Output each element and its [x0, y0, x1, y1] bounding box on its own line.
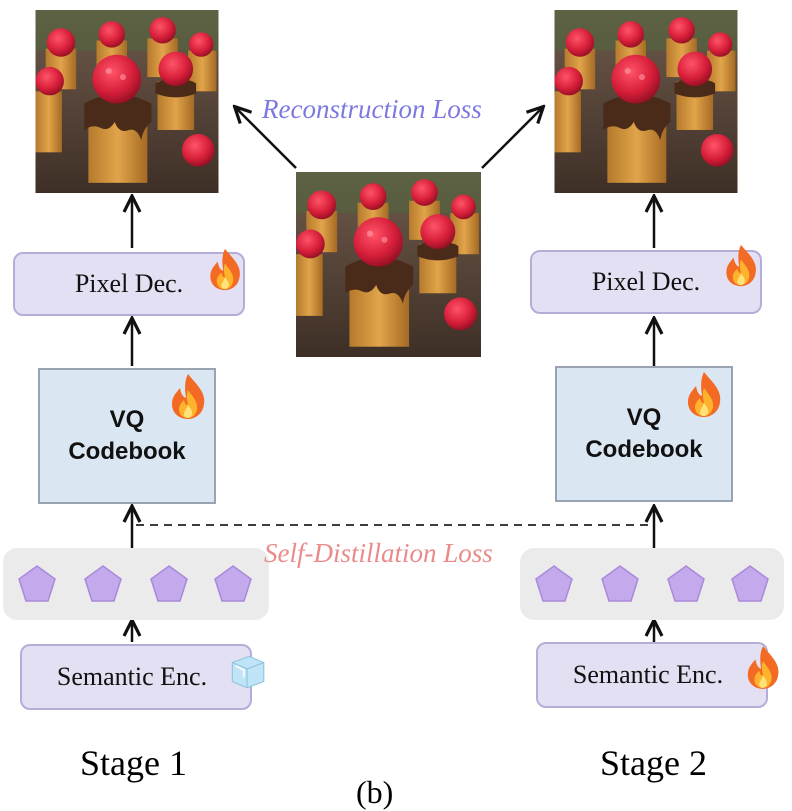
fire-icon — [210, 248, 240, 291]
fire-icon — [726, 244, 756, 287]
fire-icon — [688, 372, 721, 417]
stage2-codebook-line2: Codebook — [585, 436, 703, 463]
pentagon-token-icon — [214, 565, 252, 602]
stage2-codebook-line1: VQ — [626, 404, 662, 431]
stage2-token-strip — [520, 548, 784, 620]
connector-layer — [0, 0, 792, 642]
stage1-codebook-line2: Codebook — [68, 438, 186, 465]
stage1-codebook-line1: VQ — [109, 406, 145, 433]
self-distillation-loss-label: Self-Distillation Loss — [264, 538, 493, 568]
arrow-recon-right — [481, 108, 542, 169]
stage2-output-image — [554, 10, 738, 193]
stage1-label: Stage 1 — [80, 743, 187, 783]
stage2-pixel-decoder: Pixel Dec. — [530, 250, 762, 314]
stage1-pixel-decoder-label: Pixel Dec. — [74, 269, 184, 298]
stage1-semantic-encoder-label: Semantic Enc. — [56, 662, 208, 691]
pentagon-token-icon — [150, 565, 188, 602]
fire-icon — [747, 646, 779, 689]
pentagon-token-icon — [535, 565, 573, 602]
figure-caption: (b) — [356, 774, 394, 810]
reconstruction-loss-label: Reconstruction Loss — [262, 94, 482, 124]
fire-icon — [172, 374, 205, 419]
pentagon-token-icon — [731, 565, 769, 602]
pentagon-token-icon — [18, 565, 56, 602]
ice-cube-icon — [231, 655, 265, 689]
stage1-output-image — [35, 10, 219, 193]
stage2-semantic-encoder: Semantic Enc. — [536, 642, 768, 708]
arrow-recon-left — [236, 108, 297, 169]
stage1-pixel-decoder: Pixel Dec. — [13, 252, 245, 316]
pentagon-token-icon — [84, 565, 122, 602]
stage2-pixel-decoder-label: Pixel Dec. — [591, 267, 701, 296]
pentagon-token-icon — [601, 565, 639, 602]
stage2-label: Stage 2 — [600, 743, 707, 783]
stage1-semantic-encoder: Semantic Enc. — [20, 644, 252, 710]
target-image — [296, 172, 481, 357]
pentagon-token-icon — [667, 565, 705, 602]
stage2-semantic-encoder-label: Semantic Enc. — [572, 660, 724, 689]
stage1-token-strip — [3, 548, 269, 620]
